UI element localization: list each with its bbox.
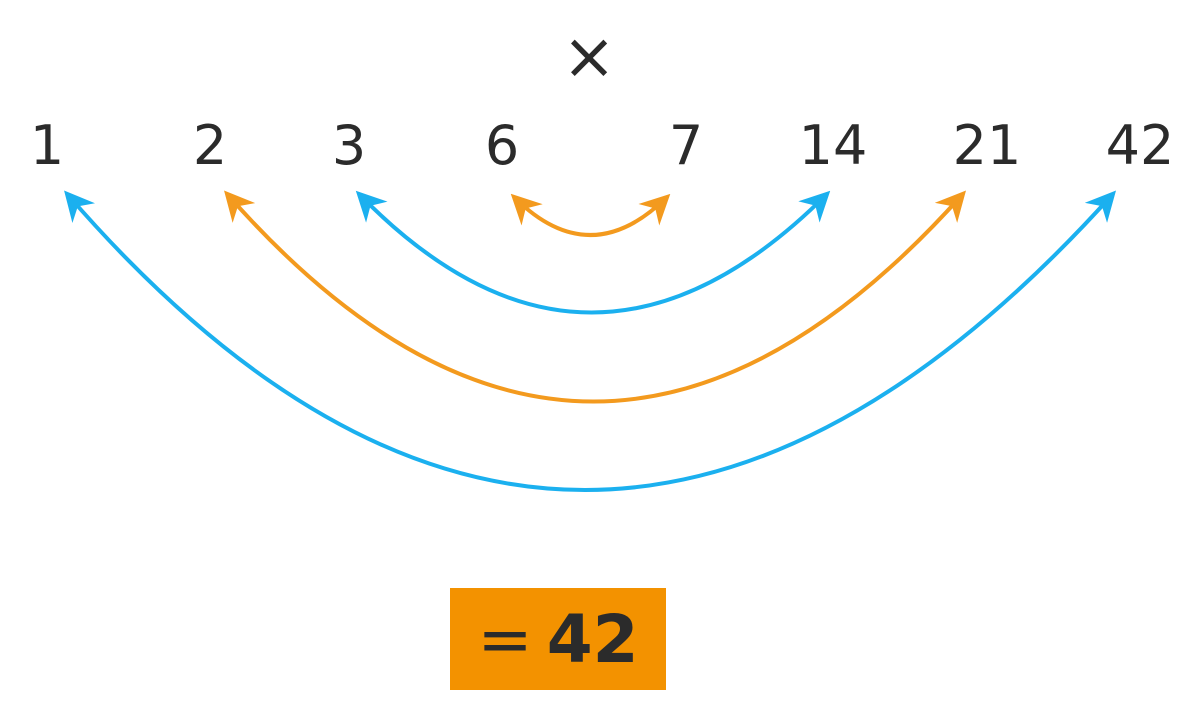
pair-arrow-6-7 [510,193,671,237]
pair-arrow-2-21 [224,190,967,404]
factor-42: 42 [1106,114,1175,177]
pair-arrow-1-42 [64,190,1117,492]
factor-2: 2 [193,114,227,177]
factor-7: 7 [669,114,703,177]
result-expression: =42 [477,601,638,678]
pair-arrow-3-14 [355,190,831,315]
multiply-operator: × [562,20,616,94]
equals-sign: = [477,600,533,678]
factor-14: 14 [799,114,868,177]
factor-6: 6 [485,114,519,177]
result-value: 42 [546,600,639,678]
factor-21: 21 [953,114,1022,177]
result-badge: =42 [450,588,666,690]
factor-1: 1 [30,114,64,177]
factor-3: 3 [332,114,366,177]
